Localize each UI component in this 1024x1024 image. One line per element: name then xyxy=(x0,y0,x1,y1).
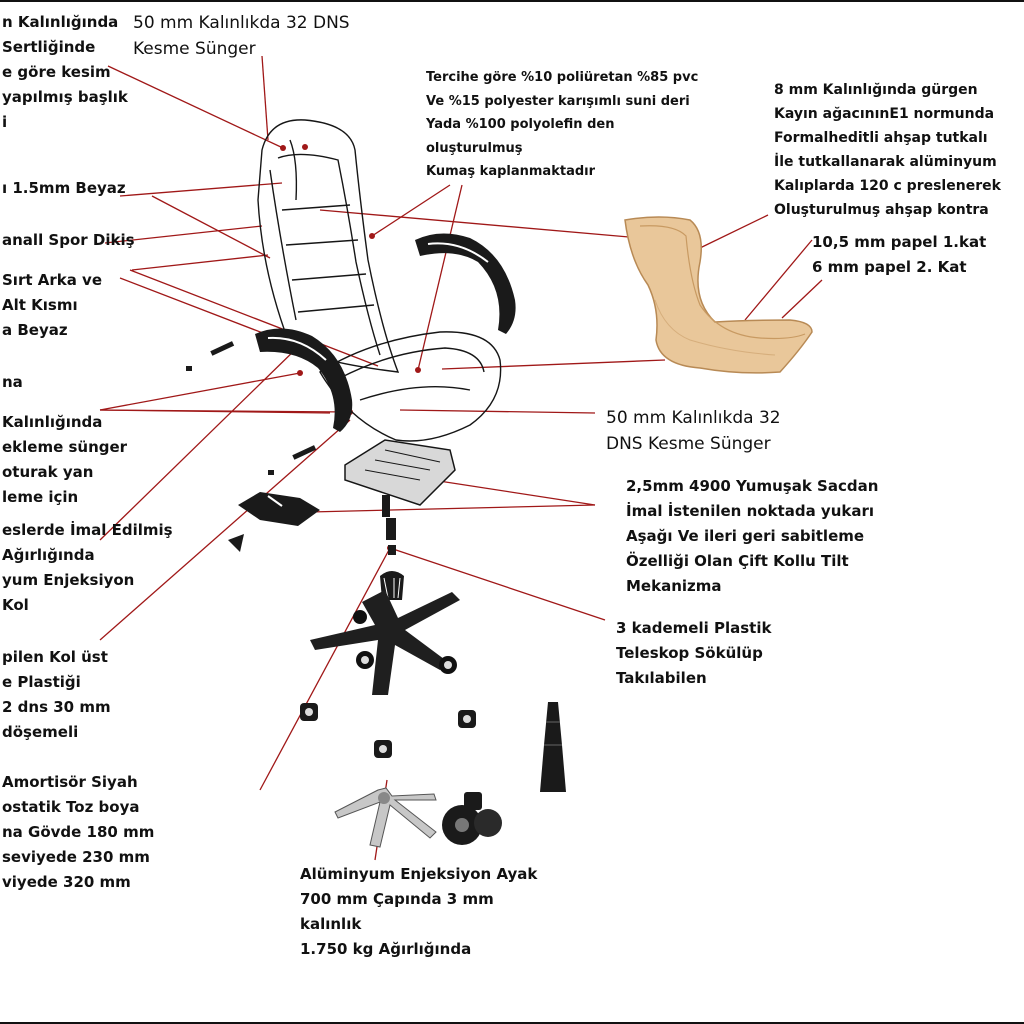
label-line: Kalınlığında xyxy=(2,413,103,431)
label-line: 700 mm Çapında 3 mm xyxy=(300,890,494,908)
label-line: DNS Kesme Sünger xyxy=(606,434,771,454)
chair-backrest xyxy=(257,119,400,373)
label-line: i xyxy=(2,113,8,131)
label-line: 2 dns 30 mm xyxy=(2,698,111,716)
label-line: leme için xyxy=(2,488,79,506)
label-line: Sertliğinde xyxy=(2,38,96,56)
label-line: 50 mm Kalınlıkda 32 DNS xyxy=(133,13,350,33)
label-plywood: 8 mm Kalınlığında gürgen Kayın ağacınınE… xyxy=(774,78,1001,222)
label-line: e göre kesim xyxy=(2,63,111,81)
label-base: Alüminyum Enjeksiyon Ayak 700 mm Çapında… xyxy=(300,862,537,962)
label-line: Alt Kısmı xyxy=(2,296,78,314)
screws xyxy=(186,341,317,475)
label-line: ostatik Toz boya xyxy=(2,798,140,816)
label-line: n Kalınlığında xyxy=(2,13,119,31)
label-line: Teleskop Sökülüp xyxy=(616,644,763,662)
label-line: 50 mm Kalınlıkda 32 xyxy=(606,408,781,428)
label-piping: ı 1.5mm Beyaz xyxy=(2,176,126,201)
aluminium-base xyxy=(334,787,437,848)
label-line: Tercihe göre %10 poliüretan %85 pvc xyxy=(426,70,699,85)
label-line: viyede 320 mm xyxy=(2,873,131,891)
label-line: Aşağı Ve ileri geri sabitleme xyxy=(626,527,865,545)
label-line: na Gövde 180 mm xyxy=(2,823,155,841)
label-arm-injection: eslerde İmal Edilmiş Ağırlığında yum Enj… xyxy=(2,518,173,618)
label-arm-pad: pilen Kol üst e Plastiği 2 dns 30 mm döş… xyxy=(2,645,111,745)
label-line: Ve %15 polyester karışımlı suni deri xyxy=(426,93,690,109)
label-line: Yada %100 polyolefin den xyxy=(426,117,615,132)
label-line: Kol xyxy=(2,596,29,614)
chair-seat xyxy=(319,331,502,442)
label-line: seviyede 230 mm xyxy=(2,848,150,866)
label-line: kalınlık xyxy=(300,915,362,933)
label-line: Alüminyum Enjeksiyon Ayak xyxy=(300,865,538,883)
label-papel: 10,5 mm papel 1.kat 6 mm papel 2. Kat xyxy=(812,230,986,280)
label-upholstery: Tercihe göre %10 poliüretan %85 pvc Ve %… xyxy=(426,66,698,184)
label-line: 10,5 mm papel 1.kat xyxy=(812,233,987,251)
label-line: İle tutkallanarak alüminyum xyxy=(774,154,997,170)
label-line: Kesme Sünger xyxy=(133,39,256,59)
label-line: Kalıplarda 120 c preslenerek xyxy=(774,178,1001,194)
label-tilt: 2,5mm 4900 Yumuşak Sacdan İmal İstenilen… xyxy=(626,474,878,599)
large-caster xyxy=(442,792,502,845)
label-line: eslerde İmal Edilmiş xyxy=(2,521,173,539)
label-side-foam: Kalınlığında ekleme sünger oturak yan le… xyxy=(2,410,127,510)
armrest-left xyxy=(255,328,353,432)
label-line: Formalheditli ahşap tutkalı xyxy=(774,130,988,146)
label-line: Kumaş kaplanmaktadır xyxy=(426,164,596,179)
label-line: 1.750 kg Ağırlığında xyxy=(300,940,472,958)
label-line: ekleme sünger xyxy=(2,438,128,456)
label-line: Kayın ağacınınE1 normunda xyxy=(774,106,995,122)
label-line: na xyxy=(2,373,23,391)
label-line: döşemeli xyxy=(2,723,79,741)
seat-plate xyxy=(344,439,456,517)
label-line: Özelliği Olan Çift Kollu Tilt xyxy=(626,552,849,570)
label-line: oluşturulmuş xyxy=(426,140,523,156)
telescope-cover xyxy=(540,702,566,792)
tilt-mechanism xyxy=(228,492,320,552)
label-back-part: Sırt Arka ve Alt Kısmı a Beyaz xyxy=(2,268,102,343)
label-line: Mekanizma xyxy=(626,577,722,595)
leader-lines xyxy=(99,55,823,861)
label-line: Amortisör Siyah xyxy=(2,773,138,791)
label-line: 3 kademeli Plastik xyxy=(616,619,772,637)
label-line: Takılabilen xyxy=(616,669,707,687)
label-line: Oluşturulmuş ahşap kontra xyxy=(774,202,989,218)
label-line: oturak yan xyxy=(2,463,94,481)
label-line: pilen Kol üst xyxy=(2,648,108,666)
label-seat-foam: 50 mm Kalınlıkda 32 DNS Kesme Sünger xyxy=(606,405,781,457)
casters xyxy=(300,703,476,758)
label-line: Ağırlığında xyxy=(2,546,95,564)
label-telescope: 3 kademeli Plastik Teleskop Sökülüp Takı… xyxy=(616,616,771,691)
label-misc-a: na xyxy=(2,370,23,395)
plywood-shell xyxy=(624,216,813,374)
label-headrest: n Kalınlığında Sertliğinde e göre kesim … xyxy=(2,10,128,135)
label-line: anall Spor Dikiş xyxy=(2,231,135,249)
label-top-foam: 50 mm Kalınlıkda 32 DNS Kesme Sünger xyxy=(133,10,350,62)
label-line: Sırt Arka ve xyxy=(2,271,103,289)
label-line: a Beyaz xyxy=(2,321,68,339)
label-line: İmal İstenilen noktada yukarı xyxy=(626,502,875,520)
armrest-right xyxy=(415,233,516,334)
star-base xyxy=(310,590,460,695)
label-gas-lift: Amortisör Siyah ostatik Toz boya na Gövd… xyxy=(2,770,154,895)
label-line: 2,5mm 4900 Yumuşak Sacdan xyxy=(626,477,879,495)
label-stitch: anall Spor Dikiş xyxy=(2,228,135,253)
label-line: yapılmış başlık xyxy=(2,88,128,106)
label-line: e Plastiği xyxy=(2,673,81,691)
label-line: 6 mm papel 2. Kat xyxy=(812,258,967,276)
label-line: 8 mm Kalınlığında gürgen xyxy=(774,82,978,98)
label-line: ı 1.5mm Beyaz xyxy=(2,179,126,197)
label-line: yum Enjeksiyon xyxy=(2,571,135,589)
